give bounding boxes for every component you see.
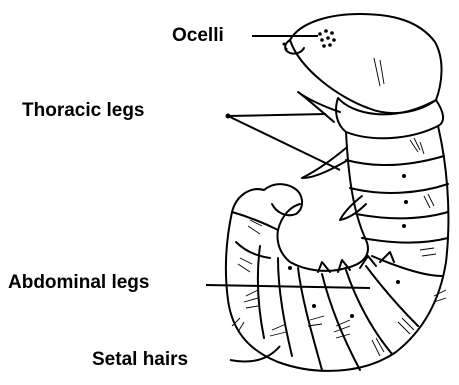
- thoracic-legs-label: Thoracic legs: [22, 101, 145, 120]
- abdominal-leg: [380, 252, 394, 262]
- abdominal-legs-pointer: [206, 285, 370, 288]
- segment-band: [356, 212, 448, 218]
- segment-band: [362, 238, 448, 243]
- thoracic-legs-pointer-2: [228, 116, 340, 170]
- segment-band: [366, 266, 418, 326]
- setal-hair-strokes: [232, 58, 446, 356]
- thoracic-segment-1: [336, 98, 443, 138]
- tail-segment: [264, 184, 302, 215]
- abdominal-leg: [360, 256, 376, 268]
- ocelli-label: Ocelli: [172, 26, 224, 45]
- segment-band: [346, 270, 392, 354]
- segment-band: [258, 246, 264, 338]
- segment-band: [346, 156, 444, 165]
- head-capsule: [290, 14, 442, 113]
- segment-band: [278, 258, 292, 356]
- segment-band: [236, 242, 270, 258]
- segment-band: [298, 268, 322, 370]
- thoracic-legs-pointer-1: [228, 114, 326, 116]
- ocelli-dots: [283, 29, 409, 318]
- segment-band: [350, 184, 448, 193]
- abdominal-legs-label: Abdominal legs: [8, 273, 149, 292]
- thoracic-leg: [298, 92, 340, 122]
- setal-hairs-label: Setal hairs: [92, 350, 188, 369]
